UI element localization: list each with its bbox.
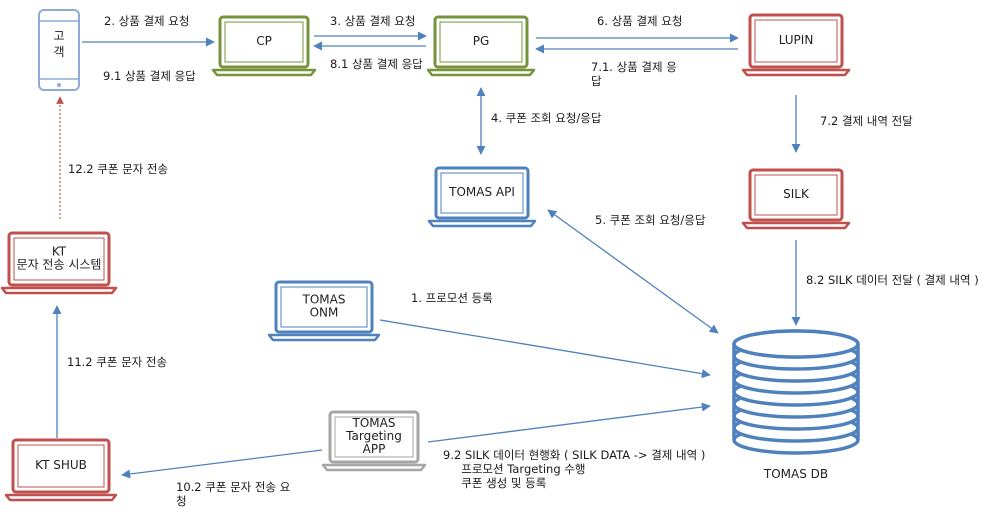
arrow-tomasapi-db bbox=[547, 209, 719, 334]
edge-label-4: 4. 쿠폰 조회 요청/응답 bbox=[491, 111, 602, 125]
lupin-node: LUPIN bbox=[741, 13, 851, 77]
edge-label-10-2: 10.2 쿠폰 문자 전송 요 청 bbox=[176, 480, 291, 508]
tomas-api-label: TOMAS API bbox=[448, 185, 515, 199]
edge-label-7-2: 7.2 결제 내역 전달 bbox=[820, 114, 913, 128]
edge-label-5: 5. 쿠폰 조회 요청/응답 bbox=[595, 213, 706, 227]
edge-label-1: 1. 프로모션 등록 bbox=[411, 291, 493, 305]
arrow-app-to-db bbox=[427, 402, 711, 443]
mobile-phone-icon bbox=[38, 9, 80, 91]
edge-label-8-2: 8.2 SILK 데이터 전달 ( 결제 내역 ) bbox=[806, 273, 979, 287]
pg-label: PG bbox=[473, 34, 490, 48]
laptop-icon bbox=[321, 410, 427, 472]
edge-label-12-2: 12.2 쿠폰 문자 전송 bbox=[68, 162, 169, 176]
edge-label-6: 6. 상품 결제 요청 bbox=[597, 14, 683, 28]
edge-label-2: 2. 상품 결제 요청 bbox=[104, 14, 190, 28]
edge-label-8-1: 8.1 상품 결제 응답 bbox=[330, 57, 423, 71]
edge-label-11-2: 11.2 쿠폰 문자 전송 bbox=[67, 355, 168, 369]
edge-label-9-2: 9.2 SILK 데이터 현행화 ( SILK DATA -> 결제 내역 ) … bbox=[443, 448, 706, 490]
laptop-icon bbox=[0, 231, 118, 295]
laptop-icon bbox=[427, 166, 537, 228]
laptop-icon bbox=[741, 168, 851, 230]
laptop-icon bbox=[426, 15, 536, 77]
kt-shub-node: KT SHUB bbox=[4, 438, 118, 502]
edges bbox=[52, 31, 801, 479]
kt-shub-label: KT SHUB bbox=[35, 458, 87, 472]
tomas-db-node: TOMAS DB bbox=[732, 329, 860, 481]
pg-node: PG bbox=[426, 15, 536, 77]
database-icon bbox=[732, 329, 860, 455]
edge-label-3: 3. 상품 결제 요청 bbox=[330, 14, 416, 28]
lupin-label: LUPIN bbox=[779, 33, 814, 47]
edge-label-9-1: 9.1 상품 결제 응답 bbox=[103, 69, 196, 83]
laptop-icon bbox=[267, 280, 381, 342]
silk-label: SILK bbox=[783, 187, 810, 201]
cp-node: CP bbox=[211, 15, 317, 77]
arrow-app-to-shub bbox=[121, 449, 323, 479]
tomas-db-label: TOMAS DB bbox=[763, 467, 828, 481]
laptop-icon bbox=[741, 13, 851, 77]
laptop-icon bbox=[211, 15, 317, 77]
laptop-icon bbox=[4, 438, 118, 502]
edge-label-7-1: 7.1. 상품 결제 응 답 bbox=[591, 60, 677, 88]
silk-node: SILK bbox=[741, 168, 851, 230]
tomas-api-node: TOMAS API bbox=[427, 166, 537, 228]
arrow-onm-to-db bbox=[379, 319, 711, 379]
cp-label: CP bbox=[256, 34, 272, 48]
